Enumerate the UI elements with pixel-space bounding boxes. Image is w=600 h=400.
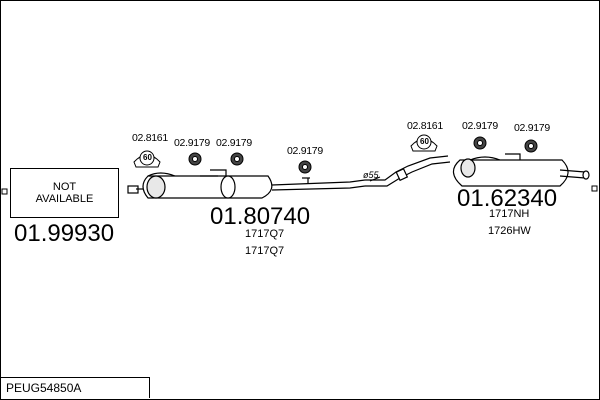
center-rubber-3-icon <box>298 160 312 174</box>
center-rubber-2-icon <box>230 152 244 166</box>
center-bracket-label: 02.8161 <box>132 132 168 144</box>
rear-rubber-2-label: 02.9179 <box>514 122 550 134</box>
diameter-label: ø55 <box>363 170 379 180</box>
center-bracket-badge: 60 <box>143 153 152 162</box>
rear-silencer-assembly <box>452 153 590 187</box>
center-rubber-2-label: 02.9179 <box>216 137 252 149</box>
center-rubber-3-label: 02.9179 <box>287 145 323 157</box>
kit-code: PEUG54850A <box>6 381 82 395</box>
front-pipe-part-number: 01.99930 <box>14 220 115 247</box>
center-rubber-1-label: 02.9179 <box>174 137 210 149</box>
rear-silencer-part-number: 01.62340 <box>457 185 558 212</box>
center-rubber-1-icon <box>188 152 202 166</box>
not-available-box: NOT AVAILABLE <box>10 168 119 218</box>
center-oe-ref-2: 1717Q7 <box>245 245 285 257</box>
kit-code-box: PEUG54850A <box>0 377 150 398</box>
rear-bracket-icon <box>410 134 438 152</box>
center-oe-ref-1: 1717Q7 <box>245 228 285 240</box>
not-available-line-2: AVAILABLE <box>35 193 94 205</box>
rear-oe-ref-2: 1726HW <box>488 225 531 237</box>
center-silencer-part-number: 01.80740 <box>210 203 311 230</box>
rear-oe-ref-1: 1717NH <box>489 208 530 220</box>
center-silencer-assembly <box>127 169 366 199</box>
rear-rubber-1-icon <box>473 136 487 150</box>
left-connector-marker <box>1 188 8 195</box>
center-bracket-icon <box>133 150 161 168</box>
rear-rubber-2-icon <box>524 139 538 153</box>
not-available-line-1: NOT <box>52 181 77 193</box>
rubber-mount-icons <box>188 136 538 174</box>
right-connector-marker <box>591 185 598 192</box>
rear-rubber-1-label: 02.9179 <box>462 120 498 132</box>
rear-bracket-label: 02.8161 <box>407 120 443 132</box>
rear-bracket-badge: 60 <box>420 137 429 146</box>
connecting-pipe <box>365 155 451 187</box>
